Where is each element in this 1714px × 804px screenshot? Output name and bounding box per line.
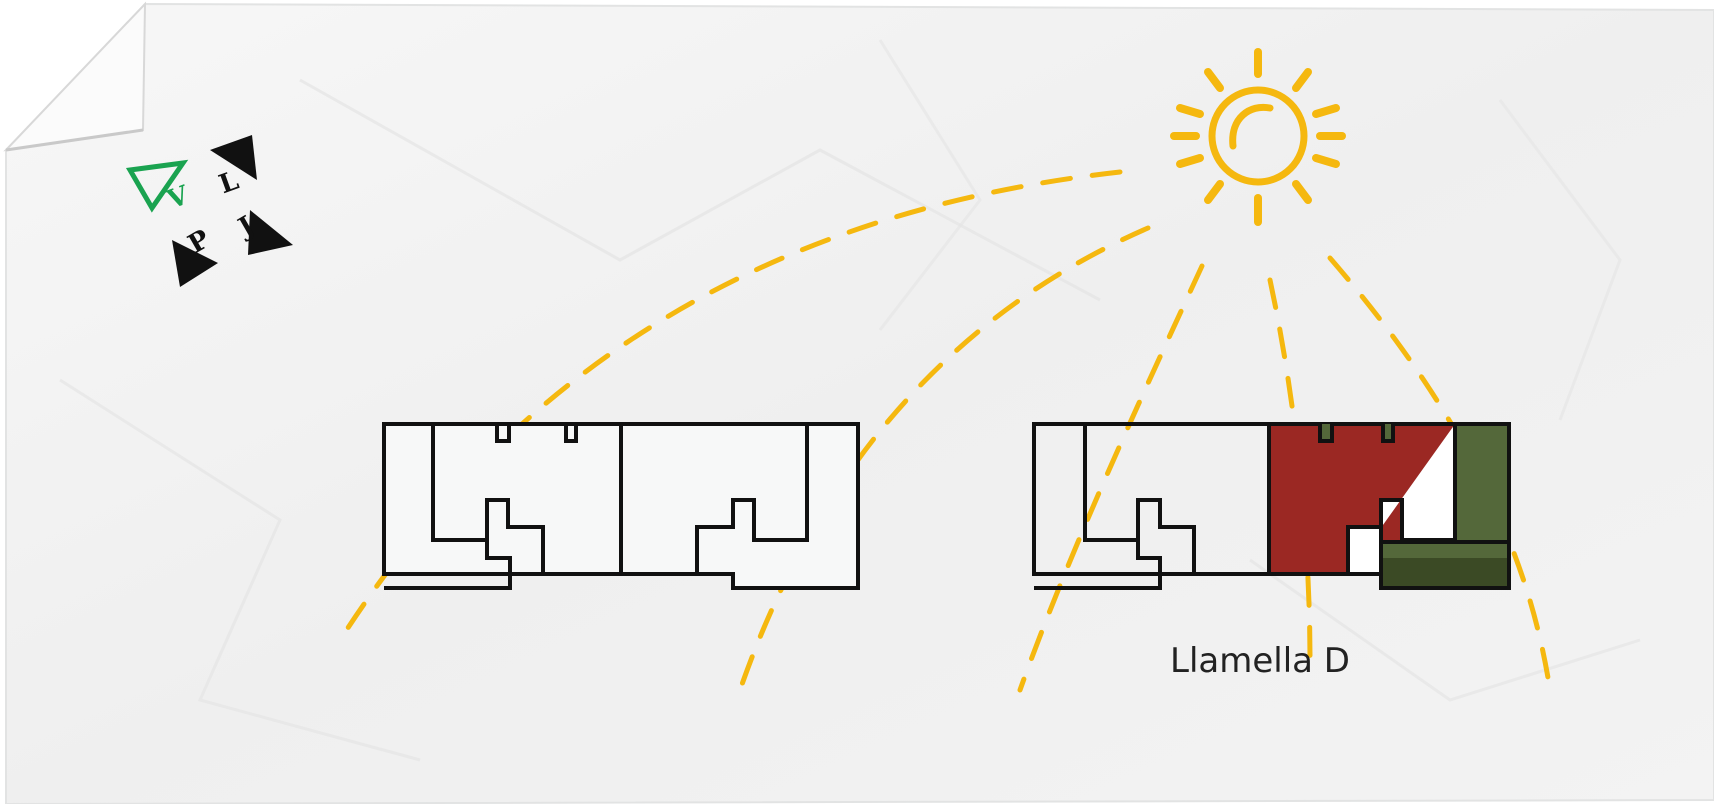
sun-ray-3 (1017, 263, 1205, 693)
sun-ray-2 (737, 225, 1151, 693)
building-left (382, 422, 860, 590)
block-label: Llamella D (1170, 641, 1350, 681)
terrace-vertical (1457, 424, 1509, 542)
sun-icon (1170, 48, 1346, 226)
building-right (1032, 422, 1511, 590)
paper-sheet (3, 1, 1714, 804)
folded-corner (3, 1, 147, 152)
